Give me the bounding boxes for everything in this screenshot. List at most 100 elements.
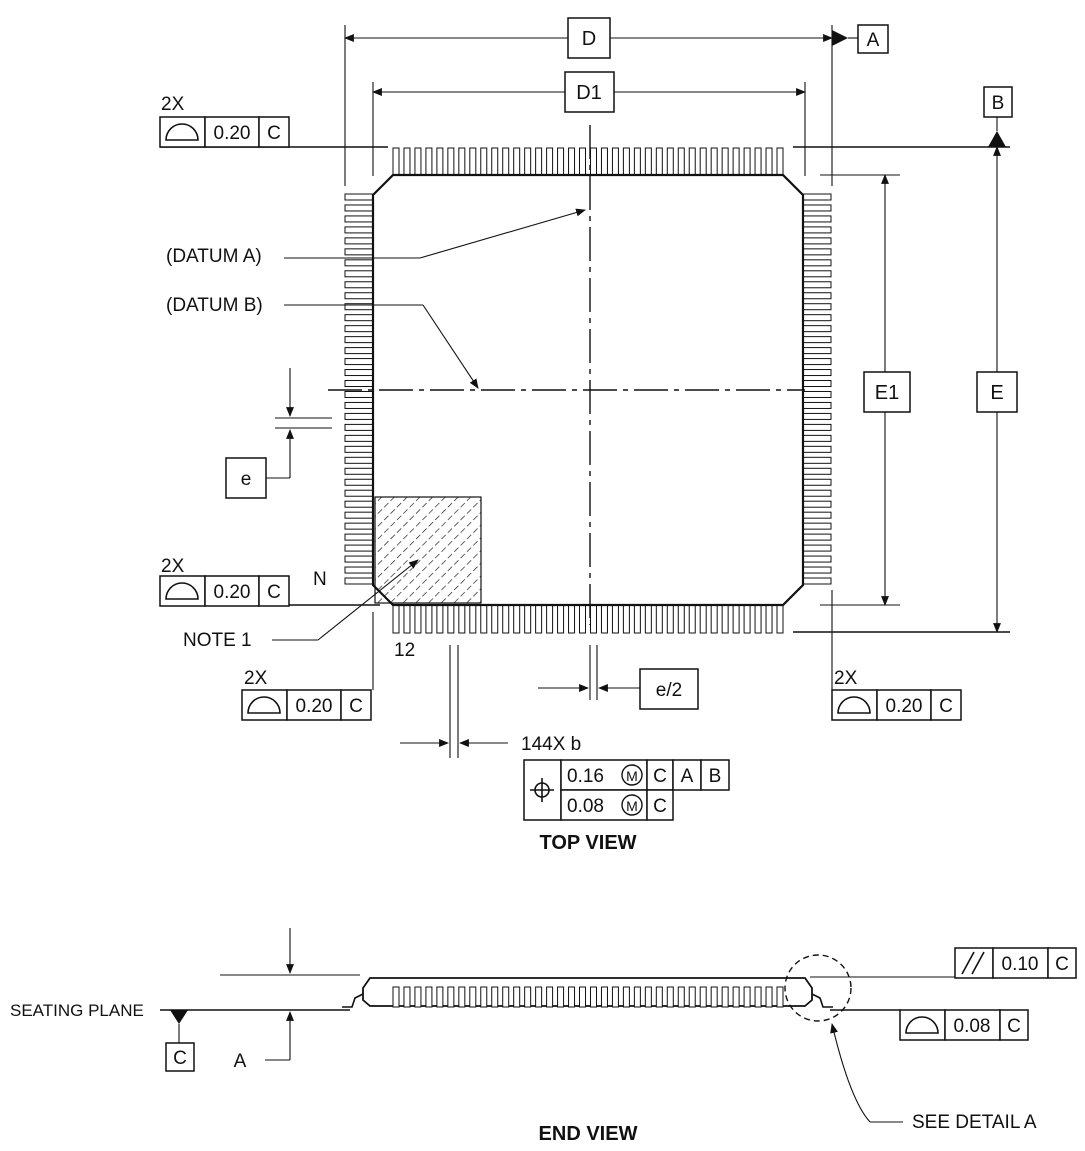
datum-b-box bbox=[983, 86, 1013, 118]
lead-pin bbox=[344, 237, 374, 245]
lead-pin bbox=[344, 390, 374, 398]
lead-pin bbox=[802, 577, 832, 585]
mmc-modifier-icon: M bbox=[621, 794, 643, 816]
lead-pin bbox=[622, 986, 630, 1008]
lead-pin bbox=[480, 986, 488, 1008]
lead-pin bbox=[513, 986, 521, 1008]
lead-pin bbox=[776, 604, 784, 634]
lead-pin bbox=[802, 193, 832, 201]
mmc-modifier-icon: M bbox=[621, 764, 643, 786]
pos-datum-a: A bbox=[681, 766, 694, 787]
lead-pin bbox=[721, 604, 729, 634]
lead-pin bbox=[414, 986, 422, 1008]
top-view: D A D1 B E1 E (DATUM A) bbox=[160, 17, 1018, 854]
lead-pin bbox=[666, 604, 674, 634]
svg-text:0.20: 0.20 bbox=[214, 582, 251, 603]
lead-pin bbox=[622, 147, 630, 177]
position-fcf: 0.16 M C A B 0.08 M C bbox=[523, 759, 730, 821]
lead-pin bbox=[425, 147, 433, 177]
lead-width-label: 144X b bbox=[521, 734, 581, 755]
profile-symbol-icon bbox=[837, 696, 871, 714]
lead-pin bbox=[802, 533, 832, 541]
dim-d1-box bbox=[564, 71, 615, 113]
lead-pin bbox=[677, 147, 685, 177]
lead-pin bbox=[802, 380, 832, 388]
svg-text:C: C bbox=[267, 582, 281, 603]
lead-pin bbox=[344, 204, 374, 212]
lead-pin bbox=[344, 489, 374, 497]
datum-b-box-label: B bbox=[992, 93, 1005, 114]
lead-pin bbox=[535, 147, 543, 177]
lead-pin bbox=[344, 259, 374, 267]
lead-pin bbox=[802, 401, 832, 409]
lead-pin bbox=[568, 147, 576, 177]
lead-pin bbox=[802, 237, 832, 245]
svg-text:C: C bbox=[267, 123, 281, 144]
svg-text:2X: 2X bbox=[834, 668, 858, 689]
lead-pin bbox=[622, 604, 630, 634]
lead-pin bbox=[344, 281, 374, 289]
pos-datum-c-2: C bbox=[653, 796, 667, 817]
lead-pin bbox=[802, 226, 832, 234]
profile-symbol-icon bbox=[905, 1016, 939, 1034]
lead-pin bbox=[344, 500, 374, 508]
lead-pin bbox=[754, 147, 762, 177]
datum-a-box-label: A bbox=[867, 30, 880, 51]
lead-pin bbox=[688, 604, 696, 634]
lead-pin bbox=[458, 604, 466, 634]
svg-text:C: C bbox=[1055, 954, 1069, 975]
dim-e1-box bbox=[863, 371, 911, 413]
lead-pin bbox=[802, 412, 832, 420]
lead-pin bbox=[754, 604, 762, 634]
lead-pin bbox=[447, 986, 455, 1008]
parallelism-fcf: 0.10 C bbox=[954, 947, 1077, 979]
lead-pin bbox=[344, 522, 374, 530]
lead-pin bbox=[344, 369, 374, 377]
lead-pin bbox=[579, 986, 587, 1008]
lead-pin bbox=[589, 147, 597, 177]
pins-left-column bbox=[344, 193, 374, 585]
profile-symbol-icon bbox=[165, 582, 199, 600]
dim-e1-label: E1 bbox=[875, 382, 899, 404]
lead-pin bbox=[344, 314, 374, 322]
datum-triangle-icon bbox=[170, 1010, 188, 1024]
lead-pin bbox=[344, 401, 374, 409]
lead-pin bbox=[765, 147, 773, 177]
lead-pin bbox=[600, 604, 608, 634]
lead-pin bbox=[710, 986, 718, 1008]
lead-pin bbox=[802, 489, 832, 497]
lead-pin bbox=[666, 986, 674, 1008]
lead-pin bbox=[699, 604, 707, 634]
svg-text:0.20: 0.20 bbox=[296, 696, 333, 717]
lead-pin bbox=[546, 604, 554, 634]
end-view: SEATING PLANE C A SEE DETAIL A bbox=[10, 928, 1077, 1145]
pin1-hatched-zone bbox=[374, 496, 482, 604]
svg-text:0.10: 0.10 bbox=[1002, 954, 1039, 975]
lead-pin bbox=[344, 336, 374, 344]
lead-pin bbox=[344, 467, 374, 475]
lead-pin bbox=[802, 467, 832, 475]
lead-pin bbox=[802, 500, 832, 508]
lead-pin bbox=[765, 604, 773, 634]
lead-pin bbox=[557, 604, 565, 634]
dim-e-pitch-label: e bbox=[241, 469, 252, 490]
lead-pin bbox=[688, 147, 696, 177]
lead-pin bbox=[802, 281, 832, 289]
lead-pin bbox=[776, 147, 784, 177]
lead-pin bbox=[802, 369, 832, 377]
lead-pin bbox=[436, 147, 444, 177]
lead-pin bbox=[802, 434, 832, 442]
lead-pin bbox=[579, 604, 587, 634]
dim-d-label: D bbox=[582, 28, 596, 50]
lead-pin bbox=[743, 986, 751, 1008]
lead-pin bbox=[721, 147, 729, 177]
datum-triangle-icon bbox=[832, 30, 848, 46]
lead-pin bbox=[633, 604, 641, 634]
lead-pin bbox=[436, 986, 444, 1008]
lead-pin bbox=[655, 147, 663, 177]
pos-value-1: 0.16 bbox=[567, 766, 604, 787]
lead-pin bbox=[344, 555, 374, 563]
lead-pin bbox=[535, 604, 543, 634]
svg-text:C: C bbox=[939, 696, 953, 717]
